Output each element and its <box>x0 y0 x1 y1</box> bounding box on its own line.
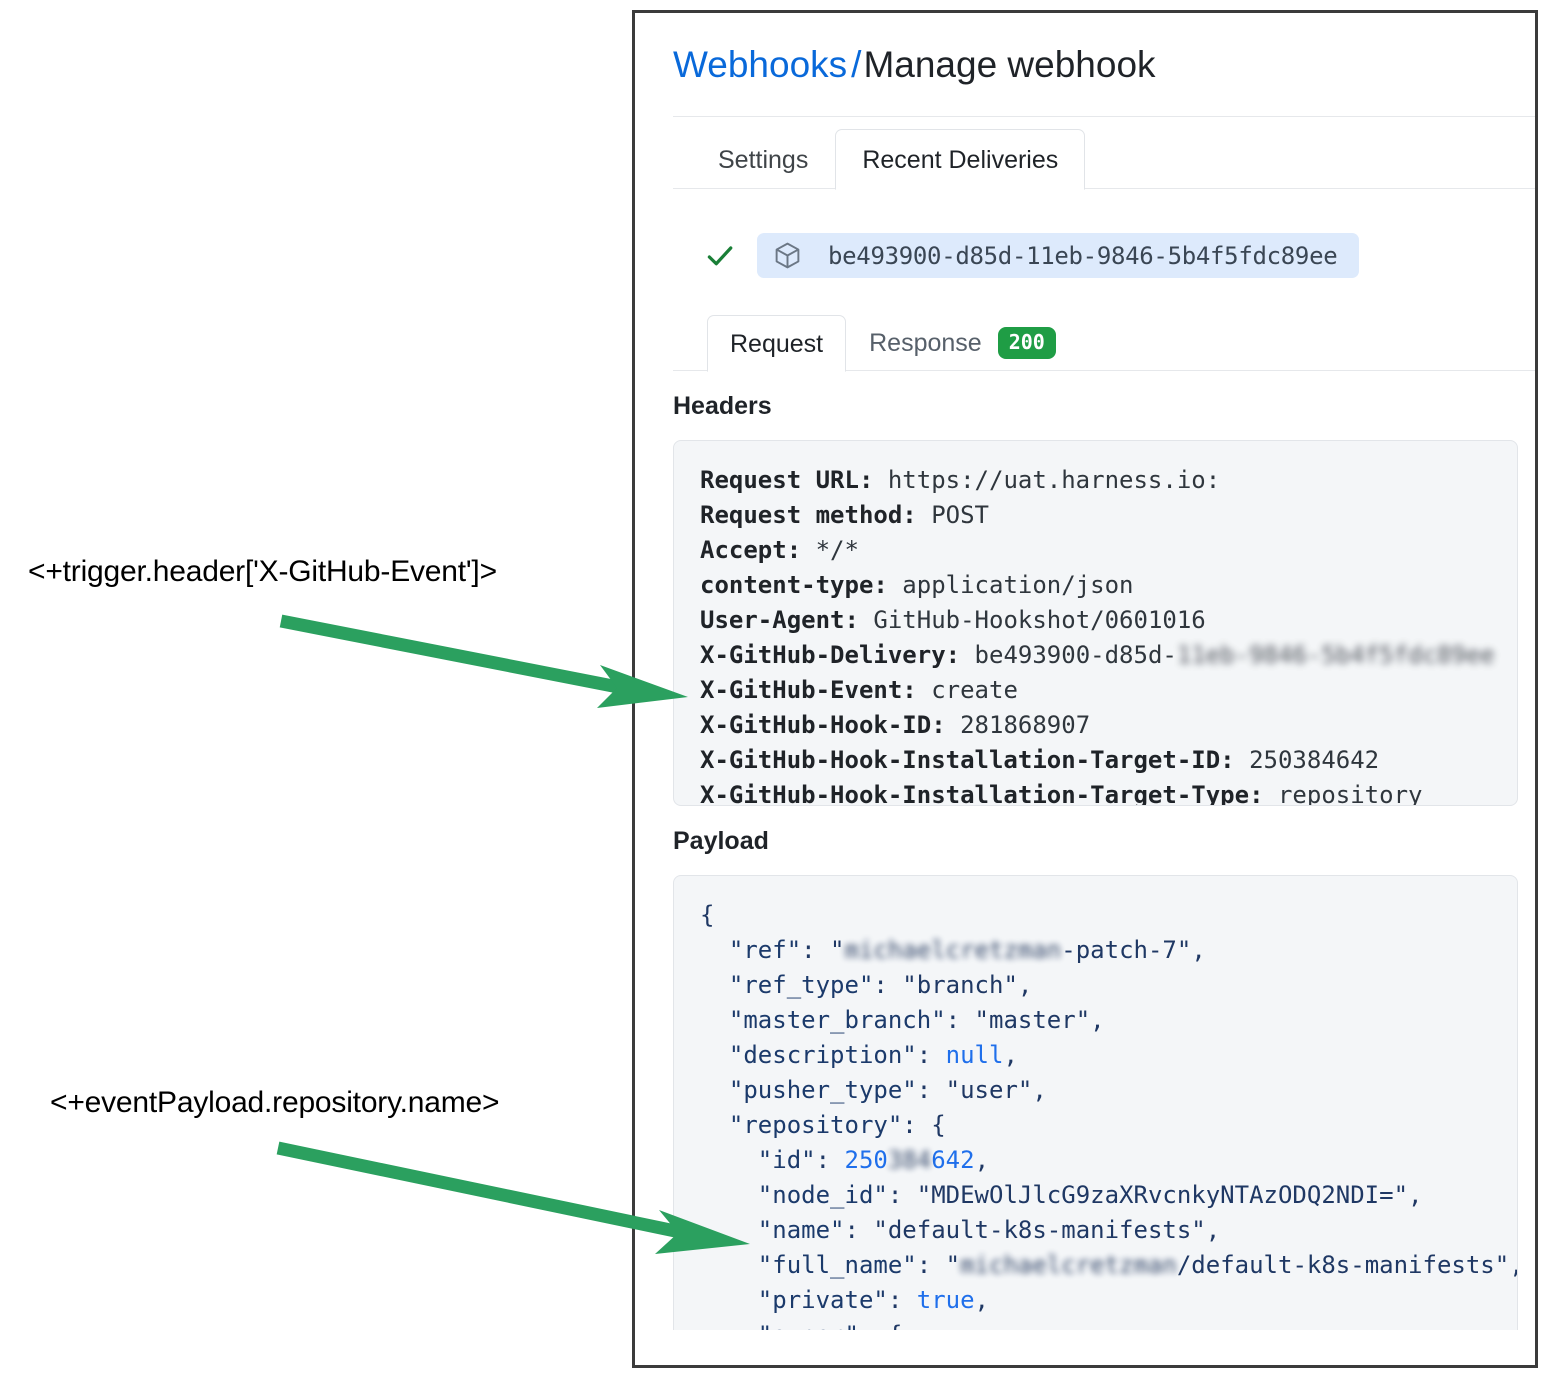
primary-tab-bar: Settings Recent Deliveries <box>673 117 1535 191</box>
payload-code-block: { "ref": "michaelcretzman-patch-7", "ref… <box>673 875 1518 1331</box>
tab-request-label: Request <box>730 330 824 359</box>
payload-line: "full_name" <box>700 1251 917 1280</box>
request-response-tab-bar: Request Response 200 <box>673 305 1535 373</box>
header-value: GitHub-Hookshot/0601016 <box>873 606 1206 635</box>
header-value: create <box>931 676 1018 705</box>
header-key: Request URL: <box>700 466 874 495</box>
header-key: X-GitHub-Hook-Installation-Target-ID: <box>700 746 1235 775</box>
payload-line: "owner" <box>700 1321 859 1330</box>
header-key: X-GitHub-Hook-Installation-Target-Type: <box>700 781 1264 807</box>
header-value: application/json <box>902 571 1134 600</box>
payload-line: "private" <box>700 1286 888 1315</box>
status-badge: 200 <box>997 327 1056 360</box>
headers-code-block: Request URL: https://uat.harness.io: Req… <box>673 440 1518 807</box>
payload-value-redacted: michaelcretzman <box>844 936 1062 965</box>
tab-settings[interactable]: Settings <box>718 146 809 175</box>
page-title: Manage webhook <box>863 44 1156 85</box>
payload-line: "id" <box>700 1146 816 1175</box>
arrow-to-x-github-event <box>279 614 688 708</box>
header-key: Accept: <box>700 536 802 565</box>
cube-icon <box>775 243 800 269</box>
header-key: content-type: <box>700 571 888 600</box>
payload-line: "pusher_type" <box>700 1076 917 1105</box>
delivery-row: be493900-d85d-11eb-9846-5b4f5fdc89ee <box>673 233 1535 279</box>
annotation-payload-expression: <+eventPayload.repository.name> <box>50 1086 500 1119</box>
header-value: repository <box>1277 781 1423 807</box>
tab-response-label: Response <box>869 329 982 358</box>
breadcrumb-webhooks-link[interactable]: Webhooks <box>673 44 848 85</box>
header-value: be493900-d85d- <box>974 641 1177 670</box>
check-icon <box>707 246 733 266</box>
payload-line: "ref_type" <box>700 971 874 1000</box>
tab-recent-deliveries[interactable]: Recent Deliveries <box>835 129 1086 191</box>
header-key: X-GitHub-Hook-ID: <box>700 711 946 740</box>
header-key: X-GitHub-Delivery: <box>700 641 961 670</box>
payload-value-redacted: michaelcretzman <box>960 1251 1177 1280</box>
payload-line: "description" <box>700 1041 917 1070</box>
payload-line: "node_id" <box>700 1181 888 1210</box>
header-key: Request method: <box>700 501 917 530</box>
payload-line: "ref" <box>700 936 802 965</box>
header-key: User-Agent: <box>700 606 859 635</box>
header-key: X-GitHub-Event: <box>700 676 917 705</box>
header-value: 281868907 <box>960 711 1091 740</box>
header-value: https://uat.harness.io: <box>887 466 1221 495</box>
annotation-header-expression: <+trigger.header['X-GitHub-Event']> <box>28 555 497 588</box>
header-value: */* <box>815 536 859 565</box>
header-value: POST <box>931 501 989 530</box>
header-value: 250384642 <box>1249 746 1380 775</box>
payload-line: "repository" <box>700 1111 903 1140</box>
breadcrumb: Webhooks/Manage webhook <box>673 13 1535 87</box>
payload-line: { <box>700 901 715 930</box>
payload-line: "name" <box>700 1216 845 1245</box>
tab-request[interactable]: Request <box>707 315 847 373</box>
payload-value-redacted: 384 <box>887 1146 932 1175</box>
headers-heading: Headers <box>673 392 772 421</box>
tab-response[interactable]: Response 200 <box>846 313 1079 371</box>
header-value-redacted: 11eb-9846-5b4f5fdc89ee <box>1176 641 1495 670</box>
delivery-id-chip[interactable]: be493900-d85d-11eb-9846-5b4f5fdc89ee <box>757 233 1360 279</box>
payload-heading: Payload <box>673 827 769 856</box>
breadcrumb-divider <box>673 116 1535 118</box>
manage-webhook-panel: Webhooks/Manage webhook Settings Recent … <box>632 10 1538 1368</box>
payload-line: "master_branch" <box>700 1006 946 1035</box>
delivery-id-text: be493900-d85d-11eb-9846-5b4f5fdc89ee <box>828 241 1338 270</box>
breadcrumb-separator: / <box>851 44 862 85</box>
